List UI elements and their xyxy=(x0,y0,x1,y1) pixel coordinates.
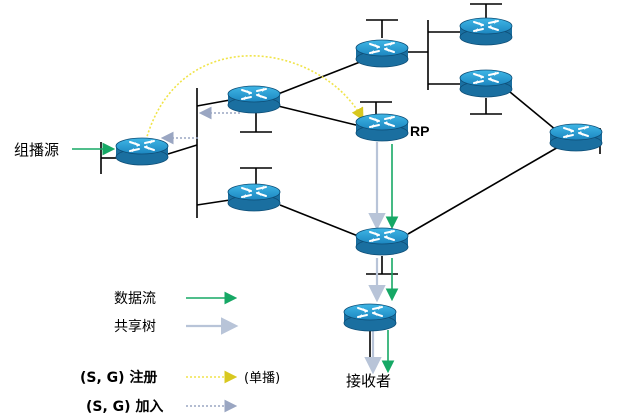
router-icon xyxy=(459,17,513,46)
shared-tree-path xyxy=(364,142,386,375)
legend: 数据流 共享树 (S, G) 注册 (S, G) 加入 xyxy=(80,291,239,415)
router-icon xyxy=(227,183,281,212)
router-icon xyxy=(355,39,409,68)
router-icon xyxy=(459,69,513,98)
register-path xyxy=(145,55,364,141)
legend-data-flow-label: 数据流 xyxy=(114,291,156,307)
rp-label: RP xyxy=(410,123,429,139)
data-flow-path xyxy=(72,142,399,374)
legend-join-label: (S, G) 加入 xyxy=(86,399,163,415)
router-icon xyxy=(355,113,409,142)
unicast-label: (单播) xyxy=(244,371,280,386)
source-label: 组播源 xyxy=(14,141,59,159)
legend-shared-tree-label: 共享树 xyxy=(114,318,156,335)
router-icon xyxy=(227,85,281,114)
router-icon xyxy=(343,303,397,332)
legend-register-label: (S, G) 注册 xyxy=(80,369,157,386)
router-icon xyxy=(115,137,169,166)
router-icon xyxy=(355,227,409,256)
router-icon xyxy=(549,123,603,152)
network-links xyxy=(100,3,601,366)
receiver-label: 接收者 xyxy=(346,372,391,390)
